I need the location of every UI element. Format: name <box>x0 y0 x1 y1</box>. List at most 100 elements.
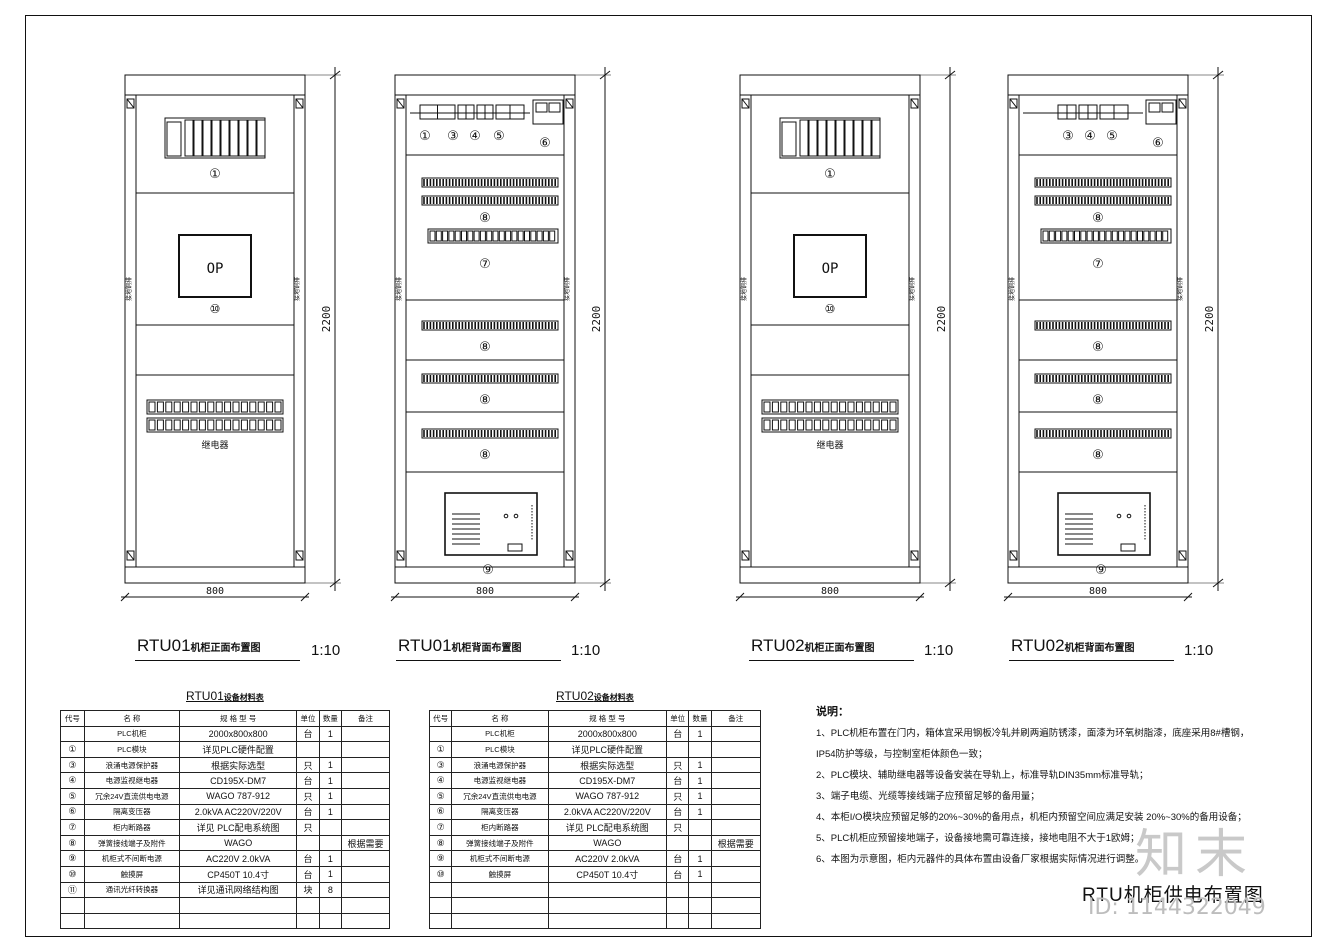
relay-unit <box>173 419 181 431</box>
breaker <box>530 230 537 242</box>
bom-cell: 详见PLC硬件配置 <box>547 741 668 758</box>
width-dimension-label: 800 <box>1089 586 1107 597</box>
rail-marker <box>396 550 405 561</box>
terminal-strip <box>1034 177 1172 188</box>
bom-cell <box>341 725 390 743</box>
plc-io-module <box>862 119 872 157</box>
rail-marker <box>565 98 574 109</box>
ups-box <box>1057 492 1151 556</box>
psu-box <box>532 99 564 125</box>
cabinet-outline <box>1007 74 1189 584</box>
relay-unit <box>763 419 771 431</box>
plc-index: ① <box>824 167 836 182</box>
bom-header-cell: 规 格 型 号 <box>178 710 298 727</box>
relay-unit <box>257 419 265 431</box>
rail-marker <box>126 98 135 109</box>
bom-cell <box>710 881 762 899</box>
plc-io-module <box>808 119 818 157</box>
bom-cell <box>451 881 549 899</box>
relay-label: 继电器 <box>816 439 843 451</box>
bom-cell <box>83 897 180 914</box>
breaker <box>505 230 512 242</box>
relay-unit <box>855 419 863 431</box>
bom-cell: 详见PLC硬件配置 <box>178 741 298 758</box>
note-item: 1、PLC机柜布置在门内，箱体宜采用钢板冷轧并刷两遍防锈漆，面漆为环氧树脂漆，底… <box>816 728 1250 760</box>
relay-unit <box>232 401 240 413</box>
bom-row <box>428 881 762 899</box>
bom-cell: ③ <box>428 756 453 774</box>
bom-cell: CP450T 10.4寸 <box>178 865 298 883</box>
plc-io-module <box>220 119 230 157</box>
breaker <box>467 230 474 242</box>
bom-cell <box>688 897 712 914</box>
terminal-strip <box>421 195 559 206</box>
cabinet-outline <box>124 74 306 584</box>
bom-cell: 1 <box>688 787 712 805</box>
bom-cell <box>710 803 762 821</box>
bom-cell: 2.0kVA AC220V/220V <box>547 803 668 821</box>
rail-marker <box>1178 550 1187 561</box>
breaker <box>435 230 442 242</box>
drawing-title: RTU01机柜正面布置图 <box>137 636 261 655</box>
drawing-scale: 1:10 <box>571 642 601 659</box>
bom-cell: 块 <box>296 881 320 899</box>
bom-cell: 只 <box>296 787 320 805</box>
terminal-strip <box>421 428 559 439</box>
op-panel <box>793 234 867 298</box>
psu-index: ⑥ <box>539 136 551 151</box>
breaker <box>461 230 467 242</box>
relay-row <box>146 399 284 415</box>
bom-cell <box>451 897 549 914</box>
bom-cell: ① <box>428 741 453 758</box>
bom-cell: 弹簧接线端子及附件 <box>83 834 180 852</box>
relay-unit <box>864 419 872 431</box>
rail-marker <box>295 98 304 109</box>
rail-marker <box>565 550 574 561</box>
bom-cell <box>178 897 298 914</box>
plc-rack <box>779 117 881 159</box>
bom-cell: 2.0kVA AC220V/220V <box>178 803 298 821</box>
plc-io-module <box>826 119 836 157</box>
bom-cell <box>341 881 390 899</box>
bom-header-cell: 代号 <box>60 710 85 727</box>
bom-cell <box>710 741 762 758</box>
bom-cell <box>296 741 320 758</box>
terminal-strip <box>421 320 559 331</box>
bom-cell: ⑥ <box>428 803 453 821</box>
plc-io-module <box>184 119 194 157</box>
dim-tick <box>1003 592 1013 602</box>
bom-cell <box>688 834 712 852</box>
bom-cell <box>710 725 762 743</box>
relay-unit <box>182 419 190 431</box>
terminal-strip <box>421 177 559 188</box>
bom-cell: 1 <box>688 756 712 774</box>
bom-cell: 只 <box>296 819 320 836</box>
bom-cell: 详见 PLC配电系统图 <box>178 819 298 836</box>
bom-cell <box>688 881 712 899</box>
breaker <box>524 230 530 242</box>
breaker <box>492 230 499 242</box>
rail-marker <box>1009 550 1018 561</box>
plc-io-module <box>229 119 239 157</box>
bom-cell: 触摸屏 <box>451 865 549 883</box>
rail-marker <box>126 550 135 561</box>
height-dimension-label: 2200 <box>1203 306 1216 333</box>
bom-cell <box>710 865 762 883</box>
bom-cell <box>710 897 762 914</box>
relay-unit <box>249 401 257 413</box>
relay-unit <box>215 419 223 431</box>
breaker <box>1092 230 1099 242</box>
side-rail-label-left: 接地铜排 <box>125 277 133 301</box>
breaker <box>1105 230 1112 242</box>
relay-row <box>761 417 899 433</box>
breaker <box>1155 230 1162 242</box>
bom-cell: 2000x800x800 <box>178 725 298 743</box>
note-item: 5、PLC机柜应预留接地端子，设备接地需可靠连接，接地电阻不大于1欧姆； <box>816 833 1140 844</box>
drawing-border <box>25 15 1312 937</box>
plc-io-module <box>817 119 827 157</box>
rail-marker <box>741 550 750 561</box>
